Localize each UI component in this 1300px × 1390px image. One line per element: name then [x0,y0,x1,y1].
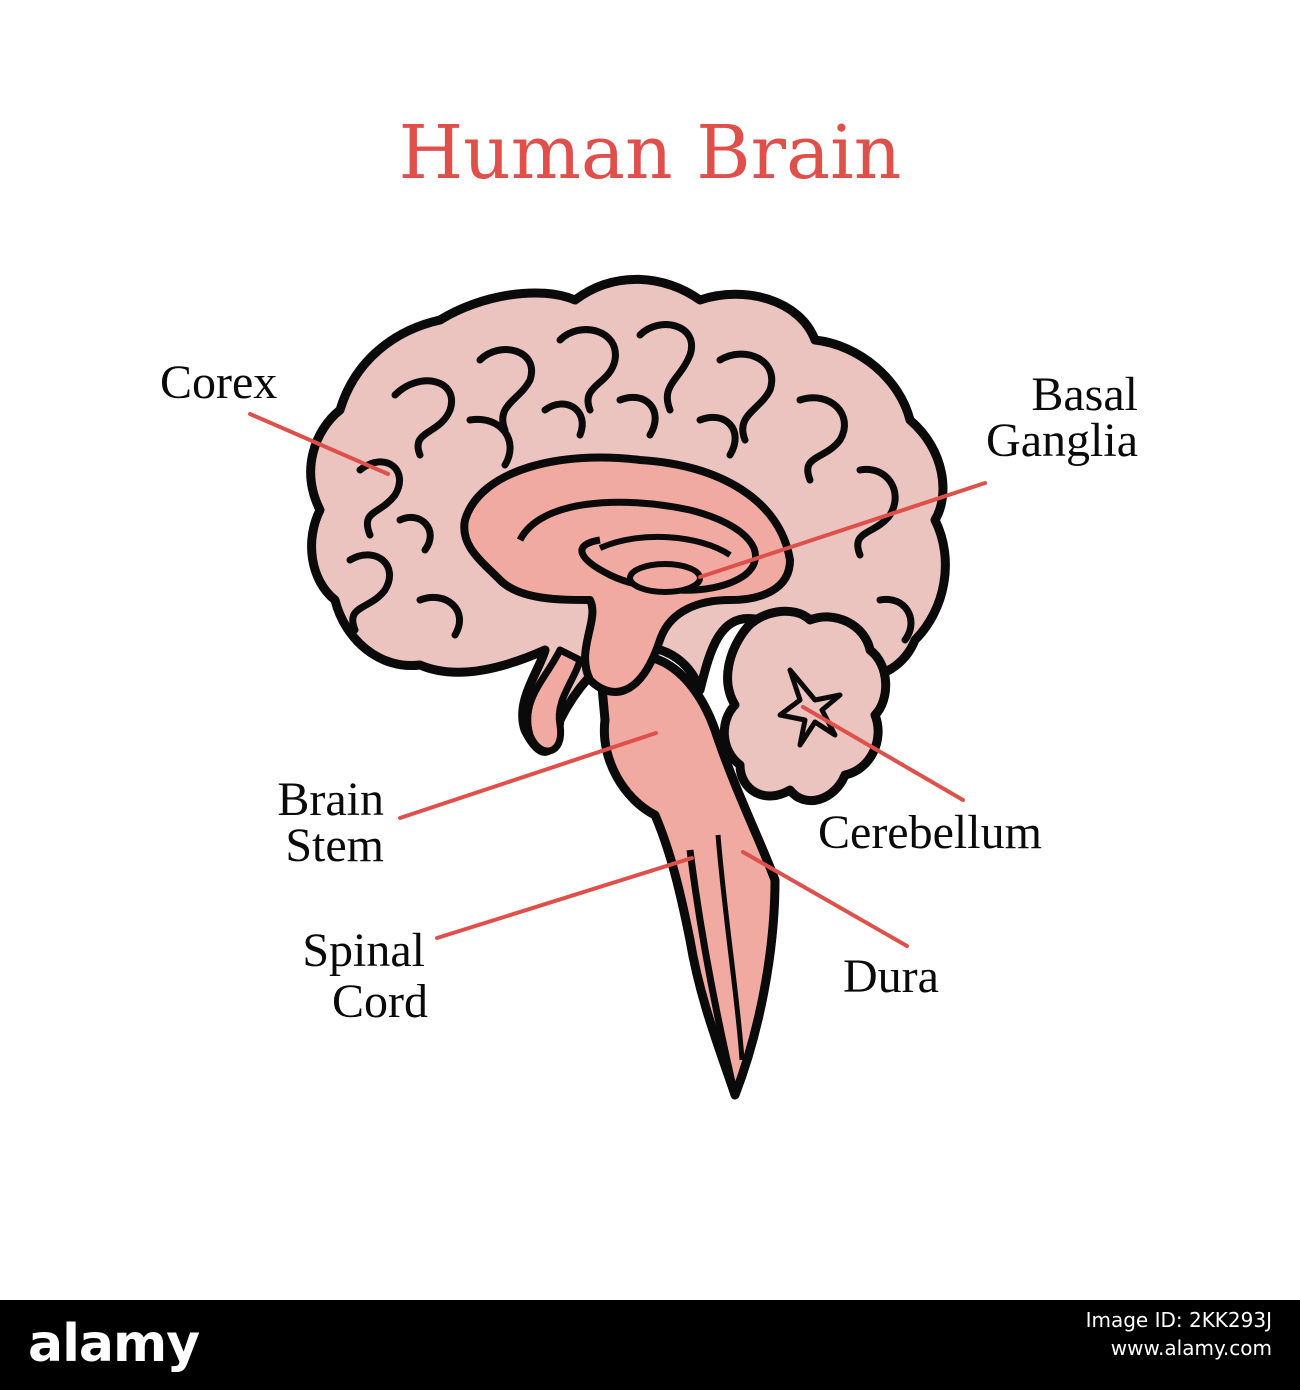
basal-ganglia-core [630,564,700,592]
label-ganglia: Ganglia [986,414,1138,467]
label-stem: Stem [285,819,384,872]
label-spinal: Spinal [302,924,425,977]
label-cerebellum: Cerebellum [818,806,1042,859]
brain-diagram: Corex Basal Ganglia Brain Stem Cerebellu… [0,0,1300,1300]
footer-logo: alamy [28,1314,199,1374]
label-dura: Dura [843,950,939,1003]
label-cord: Cord [332,975,428,1028]
footer-url: www.alamy.com [1086,1334,1272,1362]
watermark-footer: alamy Image ID: 2KK293J www.alamy.com [0,1300,1300,1390]
leader-spinal-cord [437,858,692,938]
footer-image-id: Image ID: 2KK293J www.alamy.com [1086,1306,1272,1362]
footer-image-id-text: Image ID: 2KK293J [1086,1306,1272,1334]
label-corex: Corex [160,356,277,409]
